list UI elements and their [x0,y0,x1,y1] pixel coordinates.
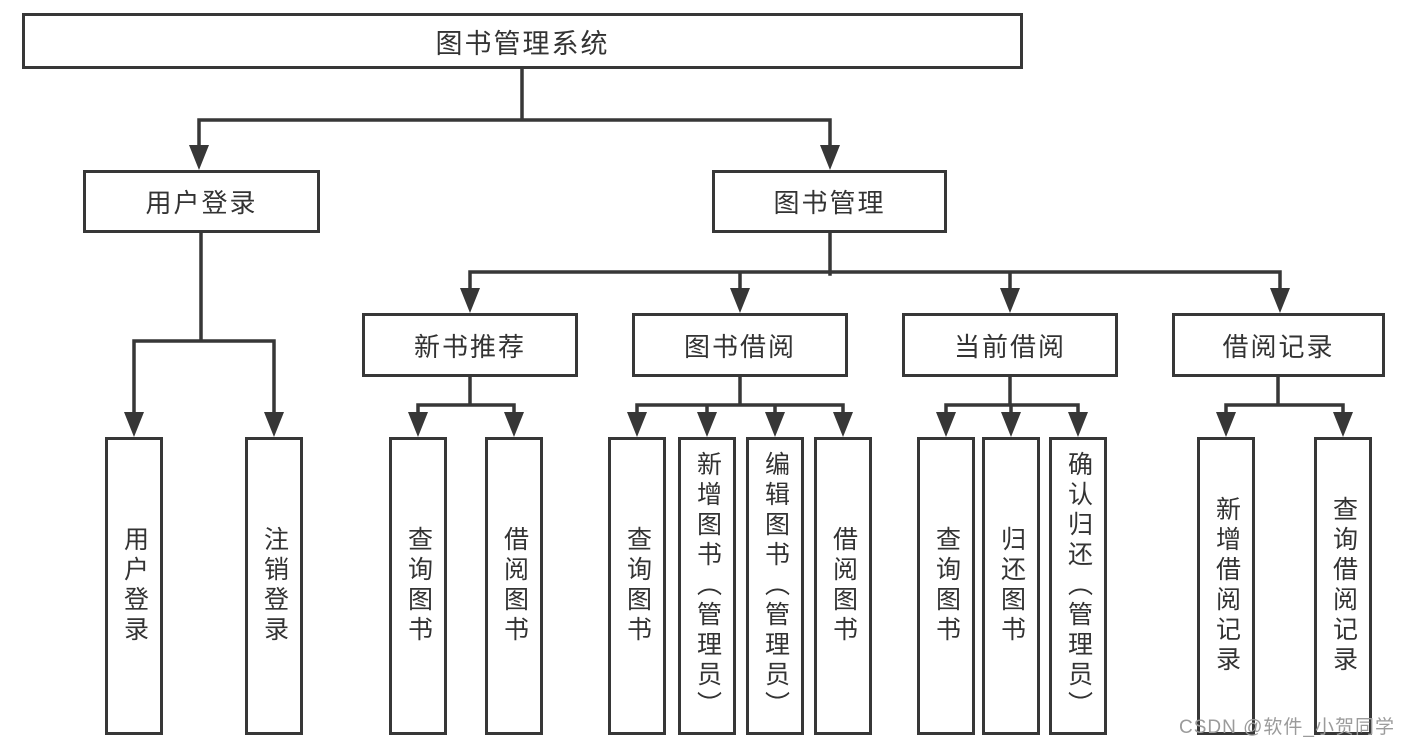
leaf-borrow-books-recommend: 借阅图书 [485,437,543,735]
leaf-edit-books-admin: 编辑图书（管理员） [746,437,804,735]
leaf-user-login: 用户登录 [105,437,163,735]
node-book-management: 图书管理 [712,170,947,233]
leaf-add-books-admin: 新增图书（管理员） [678,437,736,735]
node-user-login: 用户登录 [83,170,320,233]
node-borrowing-records: 借阅记录 [1172,313,1385,377]
leaf-query-books-borrowing: 查询图书 [608,437,666,735]
leaf-confirm-return-admin: 确认归还（管理员） [1049,437,1107,735]
node-current-borrowing: 当前借阅 [902,313,1118,377]
node-library-management-system: 图书管理系统 [22,13,1023,69]
leaf-add-borrow-record: 新增借阅记录 [1197,437,1255,735]
leaf-query-books-recommend: 查询图书 [389,437,447,735]
node-new-book-recommend: 新书推荐 [362,313,578,377]
node-book-borrowing: 图书借阅 [632,313,848,377]
leaf-query-books-current: 查询图书 [917,437,975,735]
csdn-watermark: CSDN @软件_小贺同学 [1179,717,1395,738]
leaf-borrow-books: 借阅图书 [814,437,872,735]
leaf-query-borrow-record: 查询借阅记录 [1314,437,1372,735]
leaf-return-books: 归还图书 [982,437,1040,735]
leaf-logout: 注销登录 [245,437,303,735]
